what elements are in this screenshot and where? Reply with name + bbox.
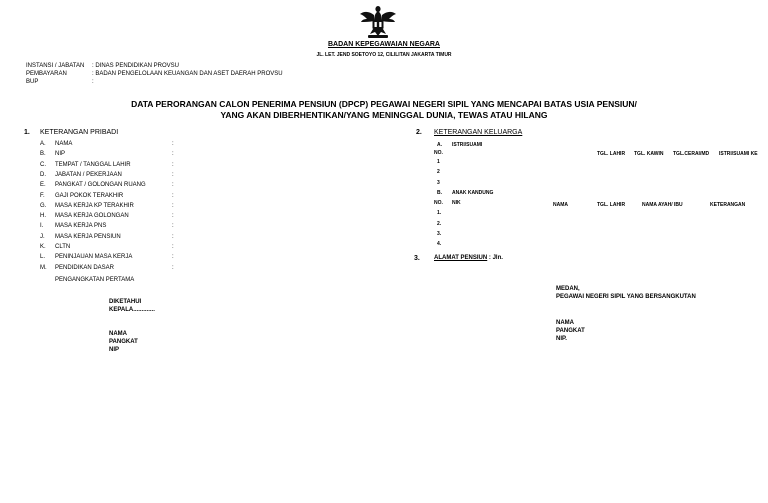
personal-item-letter: J. — [40, 233, 45, 240]
children-letter: B. — [437, 190, 442, 196]
sign-right-place: MEDAN, — [556, 286, 580, 292]
personal-item-letter: I. — [40, 223, 44, 230]
meta-value-instansi: : DINAS PENDIDIKAN PROVSU — [92, 63, 180, 69]
children-nik-header: NIK — [452, 200, 461, 206]
spouse-letter: A. — [437, 142, 442, 148]
children-col-keterangan: KETERANGAN — [710, 202, 746, 208]
personal-item-colon: : — [172, 244, 174, 250]
sign-left-pangkat: PANGKAT — [109, 339, 138, 345]
spouse-col-ke: ISTRI/SUAMI KE — [719, 151, 758, 157]
personal-item-letter: H. — [40, 213, 46, 220]
section3-number: 3. — [414, 255, 420, 262]
meta-label-pembayaran: PEMBAYARAN — [26, 71, 67, 77]
personal-item-colon: : — [172, 213, 174, 220]
section3-suffix: : Jln. — [488, 255, 503, 261]
personal-item-colon: : — [172, 182, 174, 189]
personal-item-label: PENDIDIKAN DASAR — [55, 264, 115, 271]
personal-item-colon: : — [172, 233, 174, 240]
personal-item-label: MASA KERJA PNS — [55, 223, 107, 230]
personal-item-colon: : — [172, 192, 174, 199]
personal-item-colon: : — [172, 254, 174, 261]
children-row-1: 1. — [437, 210, 442, 216]
children-no-header: NO. — [434, 200, 443, 206]
personal-item-letter: D. — [40, 171, 46, 178]
personal-item-colon: : — [172, 161, 174, 168]
personal-item-letter: K. — [40, 244, 46, 250]
sign-left-nama: NAMA — [109, 331, 127, 337]
sign-left-nip: NIP — [109, 347, 120, 353]
personal-item-letter: E. — [40, 182, 46, 189]
sign-left-diketahui: DIKETAHUI — [109, 299, 142, 305]
personal-item-label: NAMA — [55, 141, 73, 147]
children-row-3: 3. — [437, 231, 442, 237]
personal-item-label: MASA KERJA KP TERAKHIR — [55, 202, 134, 209]
document-title-line2: YANG AKAN DIBERHENTIKAN/YANG MENINGGAL D… — [220, 110, 548, 120]
personal-item-label: MASA KERJA GOLONGAN — [55, 213, 129, 220]
pengangkatan-label: PENGANGKATAN PERTAMA — [55, 277, 135, 283]
children-col-ayah-ibu: NAMA AYAH/ IBU — [642, 202, 683, 208]
section1-number: 1. — [24, 129, 30, 136]
spouse-col-tgl-lahir: TGL. LAHIR — [597, 151, 626, 157]
section3-title-wrap: ALAMAT PENSIUN : Jln. — [434, 255, 503, 261]
section3-title: ALAMAT PENSIUN — [434, 255, 488, 261]
children-row-4: 4. — [437, 241, 442, 247]
personal-item-colon: : — [172, 151, 174, 158]
meta-label-bup: BUP — [26, 79, 39, 85]
sign-right-role: PEGAWAI NEGERI SIPIL YANG BERSANGKUTAN — [556, 294, 696, 300]
meta-value-bup: : — [92, 79, 94, 85]
personal-item-letter: C. — [40, 161, 46, 168]
spouse-label: ISTRI/SUAMI — [452, 142, 483, 148]
personal-item-label: GAJI POKOK TERAKHIR — [55, 192, 124, 199]
personal-item-label: MASA KERJA PENSIUN — [55, 233, 121, 240]
personal-item-letter: M. — [40, 264, 47, 271]
personal-item-label: NIP — [55, 151, 66, 158]
children-row-2: 2. — [437, 221, 442, 227]
spouse-row-1: 1 — [437, 159, 440, 165]
personal-item-colon: : — [172, 264, 174, 271]
section2-title: KETERANGAN KELUARGA — [434, 129, 523, 136]
personal-item-letter: F. — [40, 192, 45, 199]
sign-left-kepala: KEPALA............. — [109, 307, 155, 313]
children-col-nama: NAMA — [553, 202, 568, 208]
personal-item-label: JABATAN / PEKERJAAN — [55, 171, 122, 178]
meta-label-instansi: INSTANSI / JABATAN — [26, 63, 85, 69]
personal-item-label: TEMPAT / TANGGAL LAHIR — [55, 161, 131, 168]
personal-item-letter: G. — [40, 202, 47, 209]
section1-title: KETERANGAN PRIBADI — [40, 129, 119, 136]
personal-item-letter: L. — [40, 254, 46, 261]
garuda-emblem-icon — [360, 6, 396, 38]
spouse-no-header: NO. — [434, 150, 443, 156]
spouse-row-3: 3 — [437, 180, 440, 186]
personal-item-colon: : — [172, 141, 174, 147]
sign-right-pangkat: PANGKAT — [556, 328, 585, 334]
document-title-line1: DATA PERORANGAN CALON PENERIMA PENSIUN (… — [131, 99, 637, 109]
personal-item-colon: : — [172, 202, 174, 209]
personal-item-letter: A. — [40, 141, 46, 147]
personal-item-letter: B. — [40, 151, 46, 158]
spouse-col-tgl-kawin: TGL. KAWIN — [634, 151, 664, 157]
personal-item-label: PANGKAT / GOLONGAN RUANG — [55, 182, 146, 189]
spouse-row-2: 2 — [437, 169, 440, 175]
personal-item-label: CLTN — [55, 244, 71, 250]
section2-number: 2. — [416, 129, 422, 136]
children-label: ANAK KANDUNG — [452, 190, 494, 196]
children-col-tgl-lahir: TGL. LAHIR — [597, 202, 626, 208]
personal-item-colon: : — [172, 223, 174, 230]
meta-value-pembayaran: : BADAN PENGELOLAAN KEUANGAN DAN ASET DA… — [92, 71, 283, 77]
spouse-col-tgl-cerai: TGL.CERAI/MD — [673, 151, 710, 157]
agency-address: JL. LET. JEND SOETOYO 12, CILILITAN JAKA… — [316, 52, 452, 58]
sign-right-nama: NAMA — [556, 320, 574, 326]
sign-right-nip: NIP. — [556, 336, 567, 342]
agency-name: BADAN KEPEGAWAIAN NEGARA — [327, 41, 440, 48]
personal-item-colon: : — [172, 171, 174, 178]
personal-item-label: PENINJAUAN MASA KERJA — [55, 254, 133, 261]
